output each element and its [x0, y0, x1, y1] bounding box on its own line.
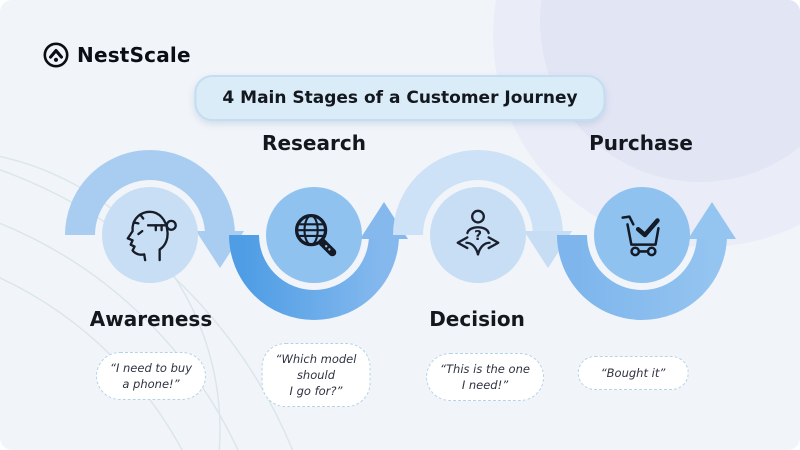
quote-line: “This is the one: [440, 362, 530, 376]
brand-name: NestScale: [77, 43, 191, 67]
wave-arc-under-purchase: [557, 234, 727, 320]
quote-line: “I need to buy: [110, 361, 192, 375]
quote-line: “Which model: [275, 352, 357, 366]
title-banner: 4 Main Stages of a Customer Journey: [194, 75, 606, 121]
wave-arc-over-awareness: [65, 150, 235, 236]
quote-bubble-purchase: “Bought it”: [577, 356, 689, 391]
brand-logo: NestScale: [42, 41, 191, 69]
journey-wave: [65, 150, 736, 320]
person-crossroads-icon: ?: [456, 209, 500, 256]
stage-label-purchase: Purchase: [589, 131, 693, 155]
quote-bubble-decision: “This is the one I need!”: [426, 353, 544, 402]
quote-line: a phone!”: [122, 377, 180, 392]
wave-arc-under-research: [229, 234, 399, 320]
quote-bubble-research: “Which model should I go for?”: [261, 343, 371, 408]
head-with-key-icon: [126, 210, 177, 262]
stage-circle-awareness: [102, 187, 198, 283]
quote-line: I go for?”: [289, 384, 343, 399]
stage-circle-research: [266, 187, 362, 283]
stage-label-decision: Decision: [429, 307, 525, 331]
svg-text:?: ?: [474, 228, 482, 244]
stage-circle-purchase: [594, 187, 690, 283]
quote-line: “Bought it”: [600, 366, 666, 380]
wave-arrowhead-up-2: [688, 202, 736, 239]
quote-line: should: [296, 368, 336, 383]
stage-label-research: Research: [262, 131, 366, 155]
quote-bubble-awareness: “I need to buy a phone!”: [96, 352, 206, 401]
nestscale-logo-icon: [43, 42, 69, 68]
deco-circle-inner: [540, 0, 800, 182]
quote-line: I need!”: [461, 378, 509, 393]
cart-checkmark-icon: [621, 215, 660, 257]
globe-magnifier-icon: [294, 214, 337, 257]
title-text: 4 Main Stages of a Customer Journey: [222, 88, 578, 108]
stage-circle-decision: ?: [430, 187, 526, 283]
wave-arc-over-decision: [393, 150, 563, 236]
deco-thin-arcs: [0, 155, 294, 450]
stage-label-awareness: Awareness: [89, 307, 213, 331]
